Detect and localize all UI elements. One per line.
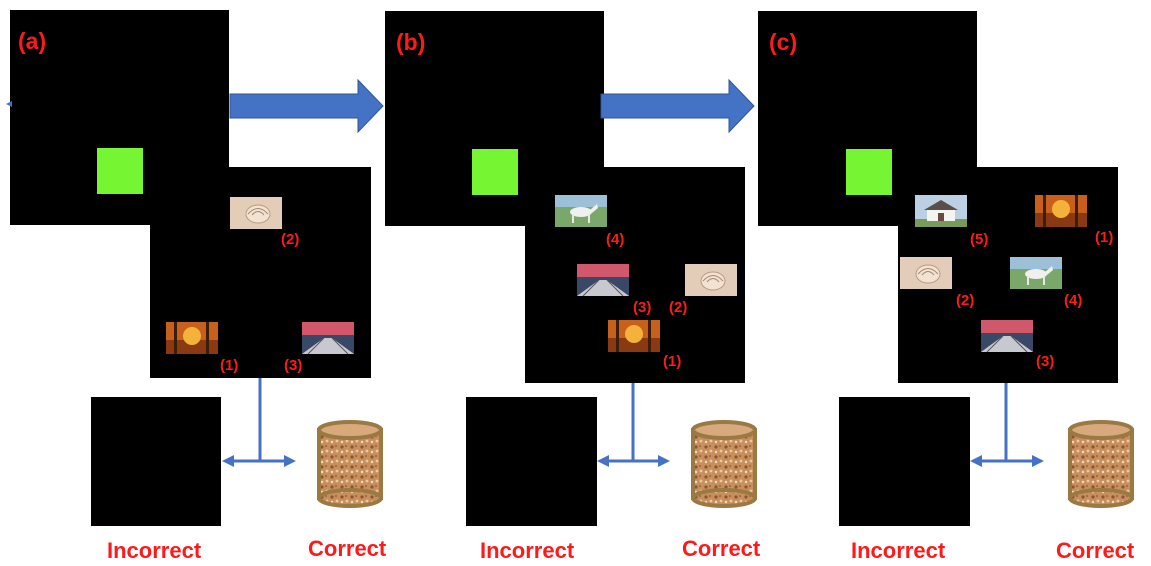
incorrect-label: Incorrect <box>480 538 575 563</box>
item-number: (2) <box>281 231 300 248</box>
item-number: (4) <box>606 231 625 248</box>
progression-arrow <box>600 78 755 134</box>
panel-a-fixation-screen: (a) <box>10 10 229 225</box>
incorrect-label: Incorrect <box>107 538 202 563</box>
panel-a-label: (a) <box>18 28 47 54</box>
reward-cylinder-icon <box>1068 420 1134 508</box>
panel-b-choice-screen: (4) (3) (2) (1) <box>525 167 745 383</box>
panel-c-incorrect-screen <box>839 397 970 526</box>
item-number: (1) <box>1095 229 1114 246</box>
choice-outcome-connector <box>970 383 1044 467</box>
incorrect-label: Incorrect <box>851 538 946 563</box>
item-number: (5) <box>970 231 989 248</box>
reward-cylinder-icon <box>691 420 757 508</box>
pier-sunset-image <box>302 322 354 355</box>
panel-c-label: (c) <box>769 29 798 55</box>
item-number: (2) <box>669 299 688 316</box>
house-image <box>915 195 967 227</box>
pier-sunset-image <box>577 264 629 297</box>
item-number: (3) <box>284 357 303 374</box>
seashell-image <box>900 257 952 289</box>
green-cue-square <box>846 149 892 195</box>
autumn-forest-image <box>1035 195 1087 227</box>
white-horse-image <box>555 195 607 227</box>
progression-arrow <box>229 78 384 134</box>
panel-b-label: (b) <box>396 29 426 55</box>
item-number: (2) <box>956 292 975 309</box>
autumn-forest-image <box>166 322 218 354</box>
white-horse-image <box>1010 257 1062 289</box>
item-number: (3) <box>633 299 652 316</box>
seashell-image <box>230 197 282 229</box>
choice-outcome-connector <box>222 378 296 467</box>
panel-a-incorrect-screen <box>91 397 221 526</box>
choice-outcome-connector <box>597 383 670 467</box>
autumn-forest-image <box>608 320 660 352</box>
item-number: (4) <box>1064 292 1083 309</box>
item-number: (3) <box>1036 353 1055 370</box>
item-number: (1) <box>663 353 682 370</box>
panel-c-choice-screen: (5) (1) (2) (4) (3) <box>898 167 1118 383</box>
panel-b-incorrect-screen <box>466 397 597 526</box>
correct-label: Correct <box>1056 538 1135 563</box>
correct-label: Correct <box>682 536 761 561</box>
arrow-fragment <box>6 101 12 107</box>
seashell-image <box>685 264 737 296</box>
green-cue-square <box>472 149 518 195</box>
item-number: (1) <box>220 357 239 374</box>
pier-sunset-image <box>981 320 1033 353</box>
green-cue-square <box>97 148 143 194</box>
correct-label: Correct <box>308 536 387 561</box>
reward-cylinder-icon <box>317 420 383 508</box>
panel-a-choice-screen: (2) (1) (3) <box>150 167 371 378</box>
